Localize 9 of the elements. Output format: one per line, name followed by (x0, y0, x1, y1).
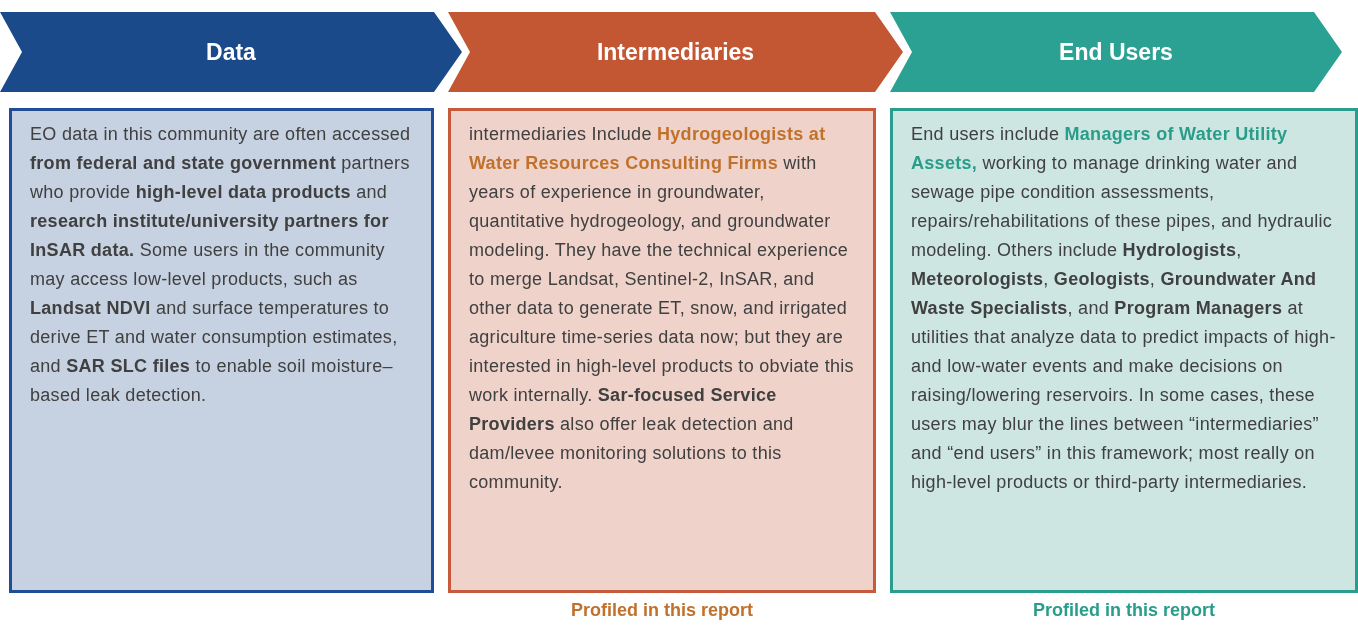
heading: Data (206, 38, 256, 66)
heading: Intermediaries (596, 38, 755, 66)
note-text: Profiled in this report (1033, 600, 1215, 621)
paragraph: intermediaries Include Hydrogeologists at Water Resources Consulting Firms with years of experience in groundwater, quantitative hydrogeology, and groundwater modeling. They have the technical experience to merge Landsat, Sentinel-2, InSAR, and other data to generate ET, snow, and irrigated agriculture time-series data now; but they are interested in high-level products to obviate this work internally. Sar-focused Service Providers also offer leak detection and dam/levee monitoring solutions to this community. (468, 123, 855, 494)
paragraph: EO data in this community are often accessed from federal and state government partners who provide high-level data products and research institute/university partners for InSAR data. Some users in the community may access low-level products, such as Landsat NDVI and surface temperatures to derive ET and water consumption estimates, and SAR SLC files to enable soil moisture–based leak detection. (29, 123, 412, 407)
text-panel (9, 108, 434, 593)
paragraph: End users include Managers of Water Utility Assets, working to manage drinking water and sewage pipe condition assessments, repairs/rehabilitations of these pipes, and hydraulic modeling. Others include Hydrologists, Meteorologists, Geologists, Groundwater And Waste Specialists, and Program Managers at utilities that analyze data to predict impacts of high- and low-water events and make decisions on raising/lowering reservoirs. In some cases, these users may blur the lines between “intermediaries” and “end users” in this framework; most really on high-level products or third-party intermediaries. (910, 123, 1337, 494)
heading: End Users (1059, 38, 1173, 66)
note-text: Profiled in this report (571, 600, 753, 621)
